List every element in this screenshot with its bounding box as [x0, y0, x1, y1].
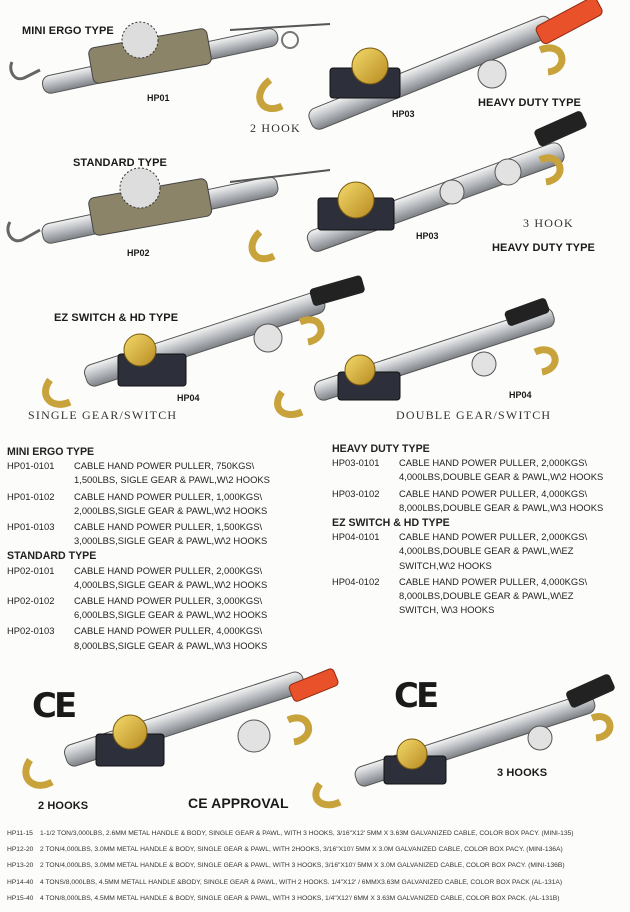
product-title-heavy-duty-2hook: HEAVY DUTY TYPE: [478, 97, 581, 109]
spec-section-title: MINI ERGO TYPE: [7, 446, 95, 458]
product-code-hp03-2hook: HP03: [392, 109, 415, 119]
product-title-ez-switch: EZ SWITCH & HD TYPE: [54, 312, 179, 324]
product-hooks-3-hook: 3 HOOK: [523, 216, 574, 230]
ce-product-illustrations: [22, 668, 615, 809]
hp03-3hook-puller-image: [248, 111, 587, 263]
ce-2hook-puller-image: [22, 668, 339, 789]
ce-label-2-hooks: 2 HOOKS: [38, 800, 89, 812]
product-title-mini-ergo: MINI ERGO TYPE: [22, 25, 114, 37]
ce-label-3-hooks: 3 HOOKS: [497, 767, 548, 779]
product-caption-double-gear: DOUBLE GEAR/SWITCH: [396, 408, 552, 422]
spec-section-title: HEAVY DUTY TYPE: [332, 443, 430, 455]
product-title-heavy-duty-3hook: HEAVY DUTY TYPE: [492, 242, 595, 254]
product-hooks-2-hook: 2 HOOK: [250, 121, 301, 135]
ce-3hook-puller-image: [312, 674, 615, 809]
ce-mark-right: CE: [394, 676, 439, 716]
hp03-2hook-puller-image: [256, 0, 603, 130]
hp02-puller-image: [6, 167, 331, 244]
ce-mark-left: CE: [32, 686, 77, 726]
spec-section-title: EZ SWITCH & HD TYPE: [332, 517, 450, 530]
product-code-hp01: HP01: [147, 93, 170, 103]
product-code-hp03-3hook: HP03: [416, 231, 439, 241]
product-code-hp04-single: HP04: [177, 393, 200, 403]
product-code-hp02: HP02: [127, 248, 150, 258]
ce-approval-label: CE APPROVAL: [188, 795, 289, 811]
product-code-hp04-double: HP04: [509, 390, 532, 400]
spec-section-title: STANDARD TYPE: [7, 550, 97, 563]
product-caption-single-gear: SINGLE GEAR/SWITCH: [28, 408, 178, 422]
hp04-single-puller-image: [42, 275, 365, 408]
hp04-double-puller-image: [274, 298, 559, 418]
product-title-standard: STANDARD TYPE: [73, 157, 167, 169]
product-illustrations: [6, 0, 603, 418]
hp01-puller-image: [9, 21, 331, 94]
